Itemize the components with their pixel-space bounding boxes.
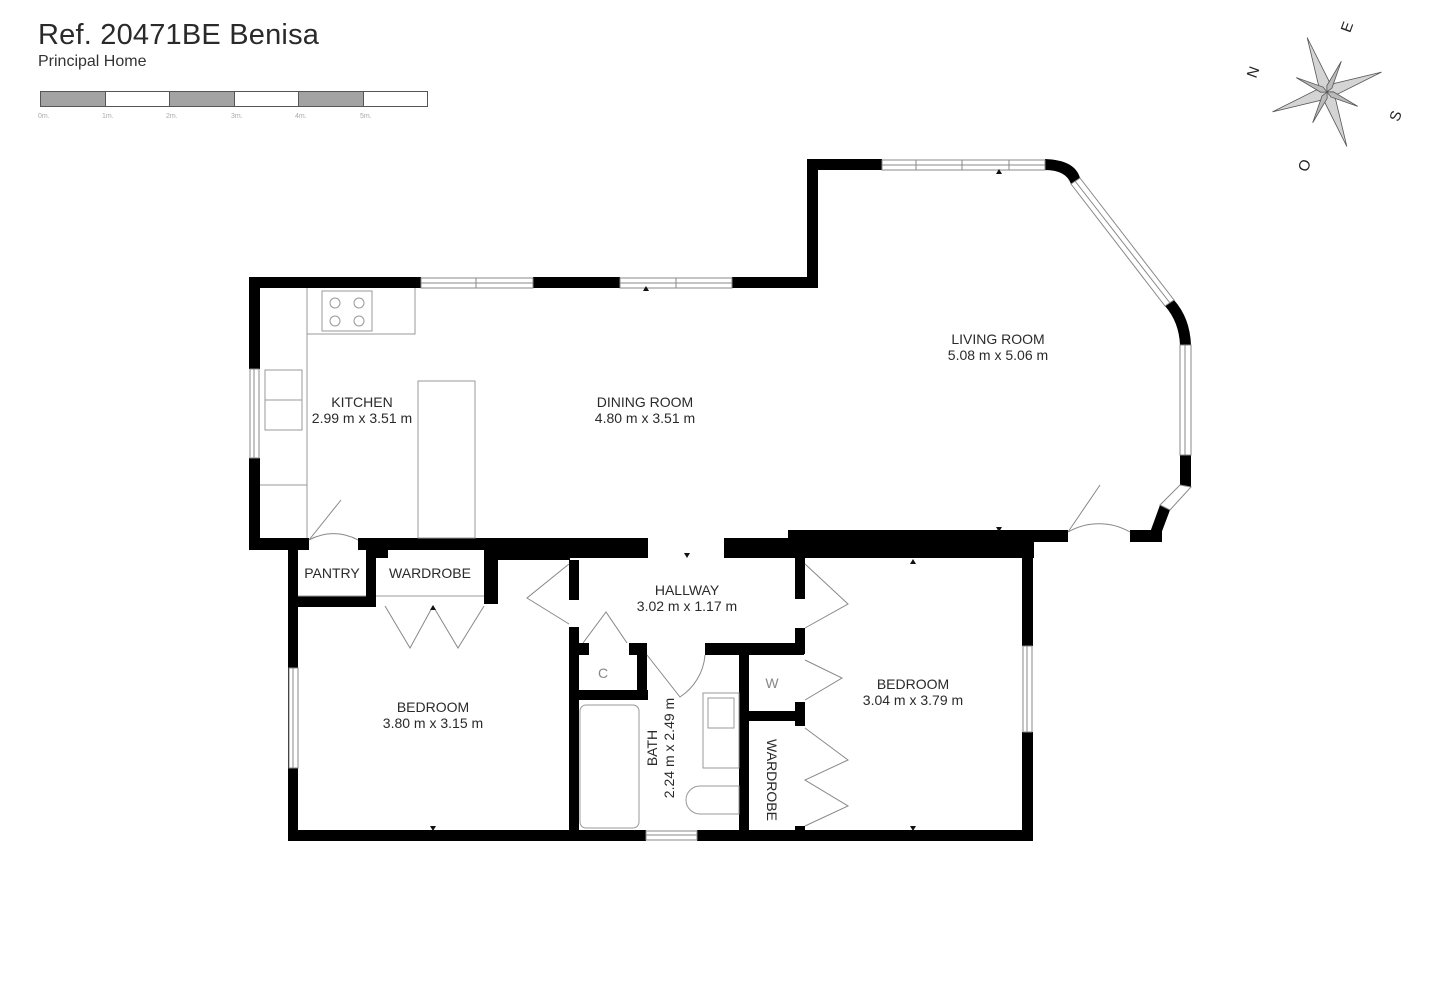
pantry-name: PANTRY xyxy=(304,565,360,581)
plan-title: Ref. 20471BE Benisa xyxy=(38,19,320,51)
scale-segment xyxy=(299,92,364,106)
bedroom1-name: BEDROOM xyxy=(397,699,469,715)
scale-label: 1m. xyxy=(102,113,114,120)
living-size: 5.08 m x 5.06 m xyxy=(948,347,1048,363)
scale-segment xyxy=(170,92,235,106)
scale-labels: 0m. 1m. 2m. 3m. 4m. 5m. xyxy=(38,113,438,125)
living-name: LIVING ROOM xyxy=(951,331,1044,347)
closet-w-label: W xyxy=(765,675,779,691)
dining-size: 4.80 m x 3.51 m xyxy=(595,410,695,426)
scale-segment xyxy=(41,92,106,106)
scale-label: 4m. xyxy=(295,113,307,120)
wardrobe1-name: WARDROBE xyxy=(389,565,471,581)
washbasin-icon xyxy=(702,692,740,769)
bath-size: 2.24 m x 2.49 m xyxy=(661,698,677,798)
plan-header: Ref. 20471BE Benisa Principal Home xyxy=(38,18,319,72)
dining-name: DINING ROOM xyxy=(597,394,693,410)
scale-label: 0m. xyxy=(38,113,50,120)
walls xyxy=(249,159,1191,841)
hallway-name: HALLWAY xyxy=(655,582,720,598)
closet-c-label: C xyxy=(598,665,608,681)
bath-name: BATH xyxy=(644,730,660,766)
fixtures xyxy=(260,288,740,829)
hallway-size: 3.02 m x 1.17 m xyxy=(637,598,737,614)
bathtub-icon xyxy=(579,704,640,829)
windows xyxy=(249,159,1192,841)
doors xyxy=(308,484,1131,827)
cooktop-icon xyxy=(321,290,373,332)
kitchen-name: KITCHEN xyxy=(331,394,392,410)
compass-west-label: O xyxy=(1295,157,1315,174)
plan-subtitle: Principal Home xyxy=(38,53,147,70)
room-labels: KITCHEN 2.99 m x 3.51 m DINING ROOM 4.80… xyxy=(304,331,1048,821)
scale-segment xyxy=(234,92,299,106)
kitchen-island xyxy=(417,380,476,539)
scale-bar xyxy=(40,91,428,107)
scale-segment xyxy=(363,92,427,106)
bedroom1-size: 3.80 m x 3.15 m xyxy=(383,715,483,731)
compass-south-label: S xyxy=(1386,108,1405,123)
bedroom2-size: 3.04 m x 3.79 m xyxy=(863,692,963,708)
scale-label: 5m. xyxy=(360,113,372,120)
toilet-icon xyxy=(685,785,740,815)
scale-label: 3m. xyxy=(231,113,243,120)
scale-label: 2m. xyxy=(166,113,178,120)
compass-rose-icon xyxy=(1272,37,1382,147)
wardrobe2-name: WARDROBE xyxy=(764,739,780,821)
dimension-markers xyxy=(430,169,1002,831)
bedroom2-name: BEDROOM xyxy=(877,676,949,692)
kitchen-size: 2.99 m x 3.51 m xyxy=(312,410,412,426)
compass-east-label: E xyxy=(1338,20,1357,35)
compass-north-label: N xyxy=(1244,64,1264,80)
scale-segment xyxy=(105,92,170,106)
